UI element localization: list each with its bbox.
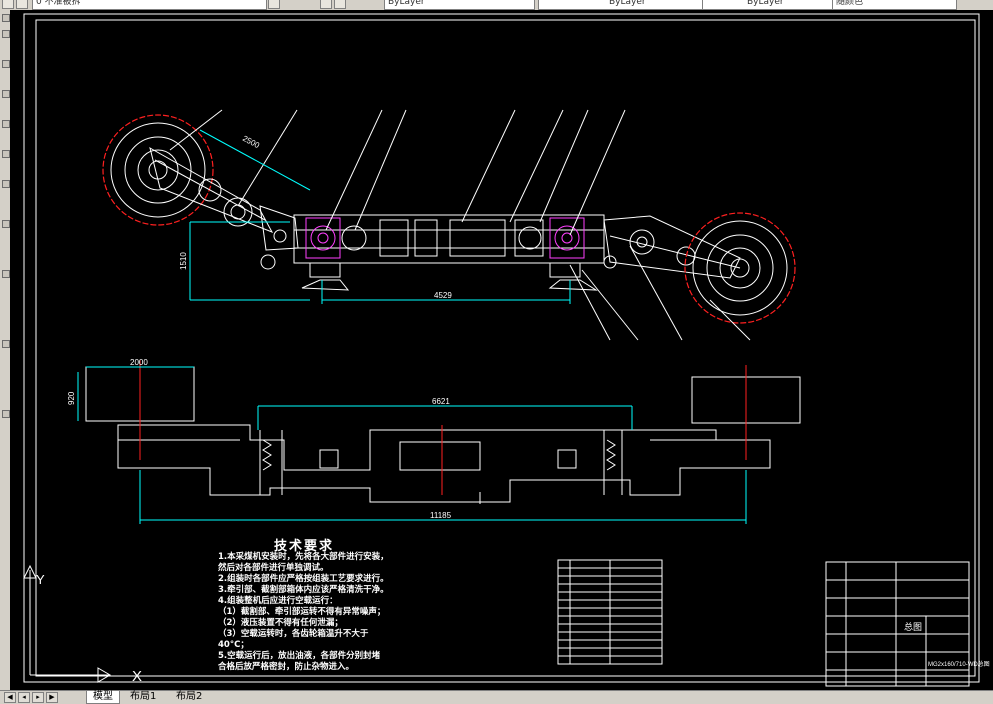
title-block-drawing-no: MG2x160/710-WD总图 — [928, 660, 990, 668]
last-tab-icon[interactable]: ▶ — [46, 692, 58, 703]
left-ranging-arm — [149, 146, 299, 270]
tech-note-line: 3.牵引部、截割部箱体内应该严格清洗干净。 — [218, 585, 389, 595]
layout-tabs-bar: ◀ ◂ ▸ ▶ 模型 布局1 布局2 — [0, 690, 993, 704]
first-tab-icon[interactable]: ◀ — [4, 692, 16, 703]
color-dropdown[interactable]: ByLayer — [384, 0, 535, 10]
rectangle-tool-icon[interactable] — [2, 120, 10, 128]
height-dim: 1510 — [179, 252, 188, 270]
tab-model[interactable]: 模型 — [86, 691, 120, 704]
arm-length-dim: 2500 — [241, 134, 261, 151]
layer-manager-icon[interactable] — [334, 0, 346, 9]
overall-length-dim: 11185 — [430, 511, 452, 520]
wheelbase-dim: 4529 — [434, 291, 452, 300]
title-block-name: 总图 — [904, 621, 922, 633]
right-cutting-drum — [684, 212, 796, 324]
tech-note-line: 1.本采煤机安装时，先将各大部件进行安装， — [218, 552, 389, 562]
top-view-dimensions — [189, 129, 571, 304]
tech-note-line: 合格后放严格密封，防止杂物进入。 — [218, 662, 355, 672]
main-body — [293, 214, 605, 291]
polygon-tool-icon[interactable] — [2, 90, 10, 98]
hatch-tool-icon[interactable] — [2, 410, 10, 418]
plan-view — [85, 366, 801, 504]
tech-note-line: 然后对各部件进行单独调试。 — [218, 563, 329, 573]
plan-view-dimensions — [77, 366, 747, 524]
layer-dropdown[interactable]: 0 不准被拆 — [32, 0, 267, 10]
layer-previous-icon[interactable] — [320, 0, 332, 9]
polyline-tool-icon[interactable] — [2, 60, 10, 68]
plotstyle-dropdown[interactable]: 随颜色 — [832, 0, 957, 10]
ucs-icon — [23, 564, 111, 683]
inner-span-dim: 6621 — [432, 397, 450, 406]
tech-note-line: （2）液压装置不得有任何泄漏； — [218, 618, 343, 628]
line-tool-icon[interactable] — [2, 14, 10, 22]
block-width-dim: 2000 — [130, 358, 148, 367]
tech-note-line: 2.组装时各部件应严格按组装工艺要求进行。 — [218, 574, 389, 584]
left-cutting-drum — [102, 114, 214, 226]
prev-tab-icon[interactable]: ◂ — [18, 692, 30, 703]
circle-tool-icon[interactable] — [2, 180, 10, 188]
ellipse-tool-icon[interactable] — [2, 270, 10, 278]
tech-note-line: 4.组装整机后应进行空载运行： — [218, 596, 338, 606]
tech-note-line: 5.空载运行后，放出油液，各部件分别封堵 — [218, 651, 381, 661]
ucs-x-label: X — [132, 668, 143, 685]
next-tab-icon[interactable]: ▸ — [32, 692, 44, 703]
drawing-geometry: 2500 1510 4529 — [23, 13, 990, 687]
centerlines — [139, 360, 747, 495]
construction-line-tool-icon[interactable] — [2, 30, 10, 38]
title-block — [825, 561, 970, 687]
model-space-canvas[interactable]: 2500 1510 4529 — [10, 10, 993, 690]
insert-block-icon[interactable] — [2, 340, 10, 348]
tab-layout2[interactable]: 布局2 — [176, 691, 203, 702]
tab-layout1[interactable]: 布局1 — [130, 691, 157, 702]
tech-requirements-title: 技术要求 — [274, 539, 335, 554]
make-current-icon[interactable] — [268, 0, 280, 9]
spline-tool-icon[interactable] — [2, 220, 10, 228]
tech-note-line: （3）空载运转时，各齿轮箱温升不大于 — [218, 629, 369, 639]
block-height-dim: 920 — [67, 391, 76, 405]
layer-freeze-icon[interactable] — [16, 0, 28, 9]
parts-list-table — [557, 559, 663, 665]
arc-tool-icon[interactable] — [2, 150, 10, 158]
part-leaders — [169, 109, 751, 341]
layer-state-icon[interactable] — [2, 0, 14, 9]
ucs-y-label: Y — [36, 572, 45, 587]
tech-note-line: （1）截割部、牵引部运转不得有异常噪声； — [218, 607, 386, 617]
right-ranging-arm — [603, 215, 741, 279]
tech-note-line: 40°C； — [218, 640, 249, 650]
